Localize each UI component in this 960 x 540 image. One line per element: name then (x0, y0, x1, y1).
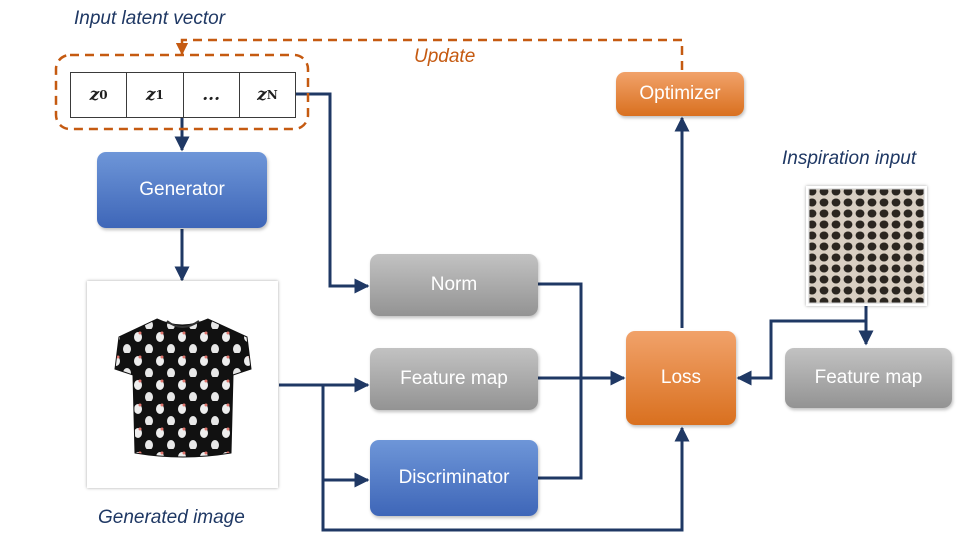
arrow-norm-to-loss (538, 282, 583, 378)
inspiration-image (806, 186, 927, 306)
optimizer-box: Optimizer (616, 72, 744, 116)
norm-box: Norm (370, 254, 538, 316)
inspiration-input-caption: Inspiration input (782, 148, 917, 169)
update-label: Update (414, 46, 476, 67)
honeycomb-mesh-image (808, 188, 925, 304)
arrow-image-to-loss (321, 426, 690, 532)
generated-image (87, 281, 278, 488)
arrow-discriminator-to-loss (538, 378, 583, 480)
loss-box: Loss (626, 331, 736, 425)
arrow-image-to-discriminator (321, 385, 370, 488)
arrow-latent-to-norm (294, 92, 370, 294)
latent-cell-ellipsis: ... (184, 73, 240, 117)
generated-image-caption: Generated image (98, 507, 245, 528)
update-loop-arrow (175, 38, 684, 70)
arrow-inspiration-featuremap-to-loss (736, 319, 866, 386)
feature-map-inspiration-box: Feature map (785, 348, 952, 408)
input-latent-vector-caption: Input latent vector (74, 8, 226, 29)
tshirt-image (114, 318, 252, 458)
feature-map-generated-box: Feature map (370, 348, 538, 410)
latent-dashed-highlight (54, 53, 310, 131)
discriminator-box: Discriminator (370, 440, 538, 516)
generator-box: Generator (97, 152, 267, 228)
